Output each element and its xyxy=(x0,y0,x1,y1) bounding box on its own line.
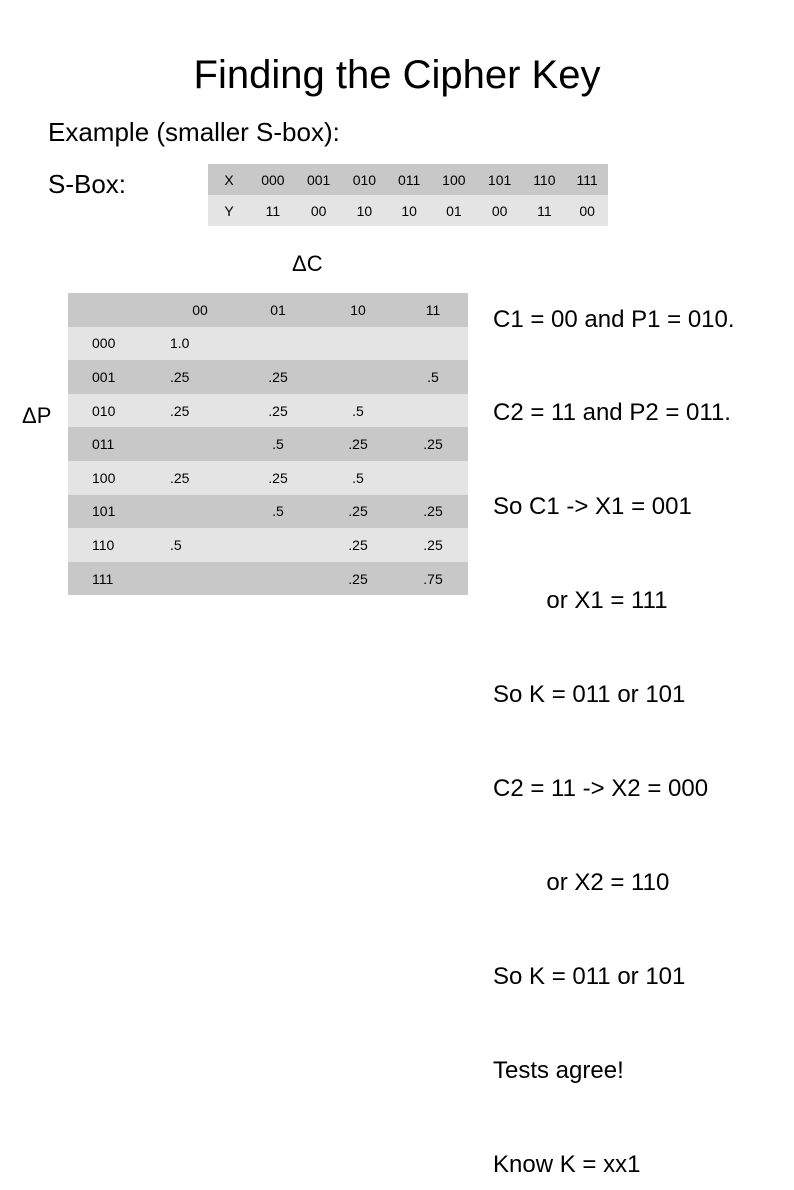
example-subtitle: Example (smaller S-box): xyxy=(48,117,340,147)
ddt-cell: .25 xyxy=(268,469,288,486)
ddt-header-cell: 01 xyxy=(270,301,286,318)
sbox-cell: 10 xyxy=(401,202,417,219)
ddt-cell: .25 xyxy=(170,469,190,486)
ddt-cell: .25 xyxy=(423,536,443,553)
sbox-row-y: Y 11 00 10 10 01 00 11 00 xyxy=(208,195,608,226)
sbox-cell: 01 xyxy=(446,202,462,219)
ddt-cell: .25 xyxy=(170,402,190,419)
ddt-cell xyxy=(398,394,468,428)
ddt-row: 010 .25 .25 .5 xyxy=(68,393,468,428)
ddt-cell: .25 xyxy=(268,368,288,385)
sbox-row-x: X 000 001 010 011 100 101 110 111 xyxy=(208,164,608,195)
note-line: Know K = xx1 xyxy=(493,1150,641,1178)
ddt-cell: 111 xyxy=(92,570,114,587)
ddt-cell: 010 xyxy=(92,402,116,419)
note-line: or X1 = 111 xyxy=(493,587,668,615)
sbox-cell: 110 xyxy=(533,171,556,188)
note-line: So C1 -> X1 = 001 xyxy=(493,493,692,521)
ddt-cell xyxy=(162,495,238,529)
ddt-row: 100 .25 .25 .5 xyxy=(68,460,468,495)
ddt-cell xyxy=(238,562,318,596)
sbox-cell: 00 xyxy=(579,202,595,219)
sbox-cell: 111 xyxy=(576,171,598,188)
sbox-cell: 11 xyxy=(265,202,281,219)
ddt-cell: .25 xyxy=(423,436,443,453)
note-line: C1 = 00 and P1 = 010. xyxy=(493,305,735,333)
ddt-header-cell: 11 xyxy=(425,301,441,318)
sbox-cell: 000 xyxy=(261,171,285,188)
sbox-cell: 00 xyxy=(491,202,508,219)
ddt-header-row: 00 01 10 11 xyxy=(68,293,468,327)
ddt-cell: 101 xyxy=(92,503,116,520)
sbox-cell: X xyxy=(224,171,234,188)
sbox-cell: 001 xyxy=(306,171,331,188)
ddt-cell: .25 xyxy=(423,503,443,520)
ddt-cell: .5 xyxy=(352,469,364,486)
ddt-header-cell: 10 xyxy=(350,301,366,318)
ddt-cell: 001 xyxy=(92,368,116,385)
ddt-header-cell xyxy=(68,293,162,327)
note-line: Tests agree! xyxy=(493,1056,624,1084)
sbox-cell: 101 xyxy=(487,171,512,188)
ddt-cell: .5 xyxy=(272,436,284,453)
note-line: or X2 = 110 xyxy=(493,868,670,896)
sbox-cell: 11 xyxy=(537,202,552,219)
key-derivation-notes: C1 = 00 and P1 = 010. C2 = 11 and P2 = 0… xyxy=(493,241,735,1190)
ddt-cell: .5 xyxy=(427,368,439,385)
ddt-cell: .25 xyxy=(348,503,368,520)
sbox-cell: 00 xyxy=(310,202,327,219)
sbox-label: S-Box: xyxy=(48,169,127,199)
ddt-cell xyxy=(162,427,238,461)
ddt-cell: .25 xyxy=(348,570,368,587)
ddt-row: 101 .5 .25 .25 xyxy=(68,494,468,529)
ddt-cell: .25 xyxy=(348,436,368,453)
ddt-cell xyxy=(318,327,398,361)
sbox-cell: 011 xyxy=(397,171,421,188)
ddt-cell xyxy=(238,327,318,361)
difference-distribution-table: 00 01 10 11 000 1.0 001 .25 .25 .5 010 .… xyxy=(68,293,468,596)
sbox-cell: Y xyxy=(224,202,234,219)
note-line: So K = 011 or 101 xyxy=(493,962,686,990)
delta-p-label: ΔP xyxy=(22,403,52,428)
slide-title: Finding the Cipher Key xyxy=(193,53,601,97)
ddt-header-cell: 00 xyxy=(192,301,208,318)
ddt-cell xyxy=(238,528,318,562)
sbox-table: X 000 001 010 011 100 101 110 111 Y 11 0… xyxy=(208,164,608,226)
ddt-row: 001 .25 .25 .5 xyxy=(68,360,468,394)
ddt-cell xyxy=(398,327,468,361)
ddt-cell: 100 xyxy=(92,469,116,486)
ddt-cell: .75 xyxy=(423,570,443,587)
ddt-row: 011 .5 .25 .25 xyxy=(68,427,468,461)
ddt-row: 000 1.0 xyxy=(68,326,468,361)
ddt-cell: 1.0 xyxy=(170,335,190,352)
ddt-cell xyxy=(162,562,238,596)
note-line: So K = 011 or 101 xyxy=(493,681,686,709)
ddt-cell: .5 xyxy=(272,503,284,520)
ddt-cell: .25 xyxy=(348,536,368,553)
ddt-cell xyxy=(398,461,468,495)
ddt-cell xyxy=(318,360,398,394)
note-line: C2 = 11 -> X2 = 000 xyxy=(493,775,709,803)
ddt-cell: .25 xyxy=(170,368,190,385)
ddt-cell: .5 xyxy=(352,402,364,419)
note-line: C2 = 11 and P2 = 011. xyxy=(493,399,731,427)
ddt-cell: .25 xyxy=(268,402,288,419)
ddt-row: 110 .5 .25 .25 xyxy=(68,528,468,562)
ddt-cell: 000 xyxy=(92,335,116,352)
ddt-cell: 110 xyxy=(92,536,115,553)
ddt-cell: 011 xyxy=(92,436,115,453)
sbox-cell: 010 xyxy=(352,171,377,188)
sbox-cell: 100 xyxy=(442,171,466,188)
sbox-cell: 10 xyxy=(356,202,373,219)
ddt-row: 111 .25 .75 xyxy=(68,561,468,596)
delta-c-label: ΔC xyxy=(292,251,323,276)
ddt-cell: .5 xyxy=(170,536,182,553)
